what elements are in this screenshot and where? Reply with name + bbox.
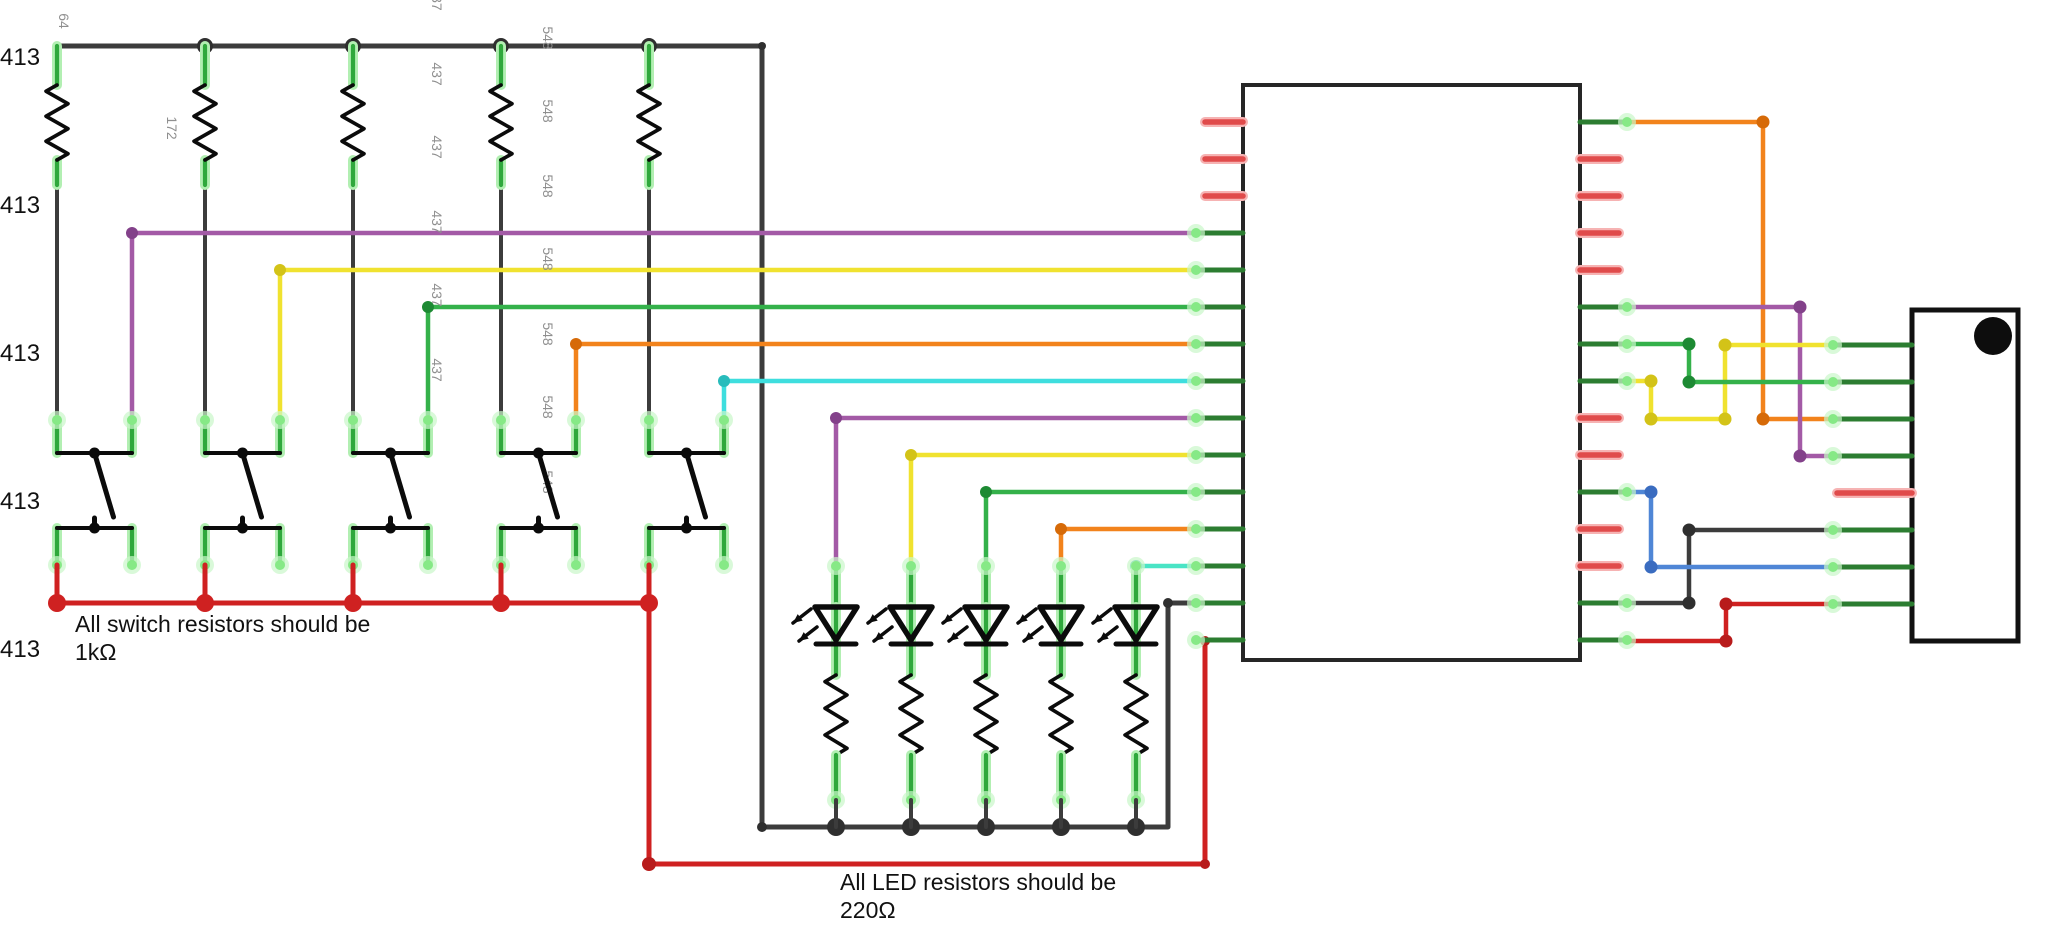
svg-text:437: 437 (429, 0, 445, 11)
esp32-pin-9[interactable]: 336350 (0, 335, 1636, 936)
wire-led-1[interactable] (830, 412, 1199, 569)
svg-text:548: 548 (540, 99, 556, 123)
led-1-green[interactable]: 575588660660779 (561, 0, 860, 829)
svg-text:437: 437 (429, 62, 445, 86)
note-led-resistors[interactable]: All LED resistors should be 220Ω (840, 868, 1116, 924)
resistor-switch-3[interactable]: 64 172 (56, 0, 366, 190)
wire-level-2[interactable] (422, 301, 1199, 423)
rc522-pin-rst[interactable]: 558574 (0, 558, 1915, 936)
esp32-pin-14[interactable]: 151165 (0, 154, 1624, 936)
led-5-red[interactable]: 560588660660779 (546, 0, 1160, 829)
svg-text:437: 437 (429, 135, 445, 159)
esp32-pin-8[interactable]: 373387 (0, 372, 1636, 936)
note-switch-resistors[interactable]: All switch resistors should be 1kΩ (75, 610, 370, 666)
esp32-pin-6[interactable]: 447461 (0, 450, 1624, 936)
note-line-1: All LED resistors should be (840, 869, 1117, 895)
esp32-module[interactable]: 3654024374731141281511651882022252392622… (0, 83, 1636, 936)
rc522-pin-vcc[interactable]: 595611 (0, 595, 1915, 936)
svg-text:413: 413 (0, 636, 40, 663)
led-4-green[interactable]: 575588660660779 (561, 0, 1085, 829)
wire-3v3-vcc[interactable] (1624, 597, 1836, 648)
wire-level-4[interactable] (126, 227, 1199, 423)
note-line-1: All switch resistors should be (75, 611, 371, 637)
svg-text:172: 172 (164, 116, 180, 140)
switch-level-2[interactable]: 413 437 437 548 548 (0, 0, 556, 606)
rc522-module[interactable]: 3363523733894104264474634845005215375585… (0, 307, 2021, 936)
resistor-switch-2[interactable]: 64 172 (56, 0, 218, 190)
svg-text:413: 413 (0, 488, 40, 515)
wire-led-2[interactable] (905, 449, 1199, 569)
led-2-green[interactable]: 575588660660779 (561, 0, 935, 829)
esp32-pin-16[interactable]: 114128 (0, 117, 1248, 936)
svg-text:548: 548 (540, 26, 556, 50)
note-line-2: 220Ω (840, 897, 896, 923)
svg-text:64: 64 (56, 13, 72, 29)
rc522-pin-irq[interactable]: 484500 (0, 488, 1917, 936)
svg-text:548: 548 (540, 174, 556, 198)
rc522-pin-miso[interactable]: 447463 (0, 447, 1915, 936)
svg-text:548: 548 (540, 395, 556, 419)
svg-text:437: 437 (429, 358, 445, 382)
wire-level-0[interactable] (718, 375, 1199, 423)
esp32-pin-22[interactable]: 336350 (0, 335, 1246, 936)
esp32-pin-11[interactable]: 262276 (0, 265, 1624, 936)
wire-gpio18-sck[interactable] (1624, 337, 1836, 389)
esp32-pin-10[interactable]: 299313 (0, 298, 1636, 936)
esp32-pin-4[interactable]: 521535 (0, 524, 1624, 936)
wire-gpio4-rst[interactable] (1624, 485, 1836, 574)
esp32-pin-29[interactable]: 595609 (0, 594, 1246, 936)
rc522-pin-sck[interactable]: 373389 (0, 373, 1915, 936)
esp32-pin-26[interactable]: 484498 (0, 483, 1246, 936)
esp32-pin-25[interactable]: 447461 (0, 446, 1246, 936)
esp32-pin-21[interactable]: 299313 (0, 298, 1246, 936)
switch-level-4[interactable]: 413 437 437 548 548 (0, 44, 556, 606)
esp32-pin-20[interactable]: 262276 (0, 261, 1246, 936)
esp32-pin-19[interactable]: 225239 (0, 224, 1246, 936)
rc522-pin-sda[interactable]: 336352 (0, 336, 1915, 936)
rc522-pin-mosi[interactable]: 410426 (0, 410, 1915, 936)
switch-level-3[interactable]: 413 437 437 548 548 (0, 135, 556, 606)
esp32-pin-27[interactable]: 521535 (0, 520, 1246, 936)
esp32-pin-24[interactable]: 410424 (0, 409, 1246, 936)
esp32-pin-1[interactable]: 632646 (0, 631, 1636, 936)
resistor-switch-1[interactable]: 64 172 (44, 13, 180, 190)
esp32-pin-2[interactable]: 595609 (0, 594, 1636, 936)
esp32-pin-7[interactable]: 410424 (0, 413, 1624, 936)
esp32-pin-15[interactable]: 114128 (0, 113, 1636, 936)
svg-text:437: 437 (429, 210, 445, 234)
svg-text:548: 548 (540, 247, 556, 271)
switch-level-0[interactable]: 413 437 437 548 548 (0, 0, 733, 663)
wire-gpio5-sda[interactable] (1624, 338, 1836, 426)
esp32-pin-5[interactable]: 484498 (0, 483, 1636, 936)
esp32-pin-12[interactable]: 225239 (0, 228, 1624, 936)
svg-text:413: 413 (0, 192, 40, 219)
resistor-switch-5[interactable]: 64 172 (56, 0, 662, 190)
esp32-pin-3[interactable]: 558572 (0, 561, 1624, 936)
note-line-2: 1kΩ (75, 639, 117, 665)
help-icon[interactable]: 346 (0, 317, 2012, 936)
esp32-pin-18[interactable]: 188202 (0, 191, 1248, 936)
switch-level-1[interactable]: 413 437 437 548 548 (0, 0, 585, 606)
led-3-green[interactable]: 575588660660779 (561, 0, 1010, 829)
esp32-pin-23[interactable]: 373387 (0, 372, 1246, 936)
wire-level-1[interactable] (570, 338, 1199, 423)
rc522-pin-gnd[interactable]: 521537 (0, 521, 1915, 936)
esp32-pin-28[interactable]: 558572 (0, 557, 1246, 936)
wire-led-4[interactable] (1055, 523, 1199, 569)
svg-text:437: 437 (429, 283, 445, 307)
svg-text:413: 413 (0, 44, 40, 71)
svg-text:413: 413 (0, 340, 40, 367)
svg-text:548: 548 (540, 322, 556, 346)
esp32-pin-30[interactable]: 632646 (0, 631, 1246, 936)
wire-led-3[interactable] (980, 486, 1199, 569)
esp32-pin-17[interactable]: 151165 (0, 154, 1248, 936)
wire-level-3[interactable] (274, 264, 1199, 423)
resistor-switch-4[interactable]: 64 172 (56, 0, 514, 190)
esp32-pin-13[interactable]: 188202 (0, 191, 1624, 936)
